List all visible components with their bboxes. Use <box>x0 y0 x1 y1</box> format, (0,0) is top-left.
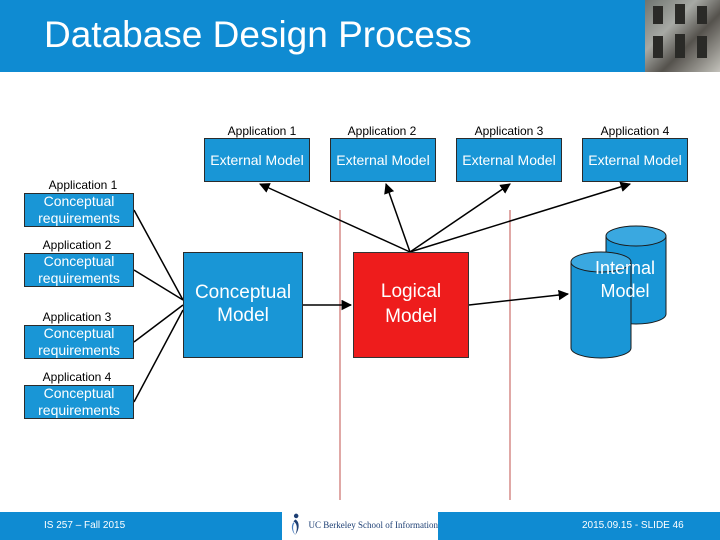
requirements-box-1: Conceptual requirements <box>24 193 134 227</box>
logical-model-box: Logical Model <box>353 252 469 358</box>
logical-to-internal-arrow <box>468 289 570 306</box>
external-model-box-4: External Model <box>582 138 688 182</box>
req2-to-conceptual-line <box>133 269 184 301</box>
requirements-app-label-1: Application 1 <box>48 178 118 192</box>
external-app-label-2: Application 2 <box>347 124 417 138</box>
logical-to-external4-arrow <box>409 181 632 253</box>
external-model-box-2: External Model <box>330 138 436 182</box>
database-cylinder-front <box>570 251 632 359</box>
logical-to-external3-arrow <box>409 183 511 253</box>
ischool-logo: UC Berkeley School of Information <box>282 510 438 540</box>
slide-number: 2015.09.15 - SLIDE 46 <box>582 520 684 531</box>
requirements-app-label-2: Application 2 <box>42 238 112 252</box>
external-app-label-4: Application 4 <box>600 124 670 138</box>
campus-building-photo <box>645 0 720 72</box>
ischool-logo-text: UC Berkeley School of Information <box>308 520 438 530</box>
internal-model-label: Internal Model <box>594 258 656 302</box>
req1-to-conceptual-line <box>133 209 184 301</box>
logical-to-external2-arrow <box>384 183 411 253</box>
logical-to-external1-arrow <box>259 183 411 253</box>
slide-header <box>0 0 720 72</box>
ischool-logo-icon <box>291 513 299 535</box>
requirements-box-2: Conceptual requirements <box>24 253 134 287</box>
external-model-box-1: External Model <box>204 138 310 182</box>
requirements-app-label-4: Application 4 <box>42 370 112 384</box>
req3-to-conceptual-line <box>133 304 184 343</box>
external-app-label-3: Application 3 <box>474 124 544 138</box>
req4-to-conceptual-line <box>133 309 184 403</box>
conceptual-model-box: Conceptual Model <box>183 252 303 358</box>
external-app-label-1: Application 1 <box>227 124 297 138</box>
course-label: IS 257 – Fall 2015 <box>44 520 126 531</box>
slide-title: Database Design Process <box>44 14 472 55</box>
requirements-box-4: Conceptual requirements <box>24 385 134 419</box>
requirements-app-label-3: Application 3 <box>42 310 112 324</box>
external-model-box-3: External Model <box>456 138 562 182</box>
requirements-box-3: Conceptual requirements <box>24 325 134 359</box>
